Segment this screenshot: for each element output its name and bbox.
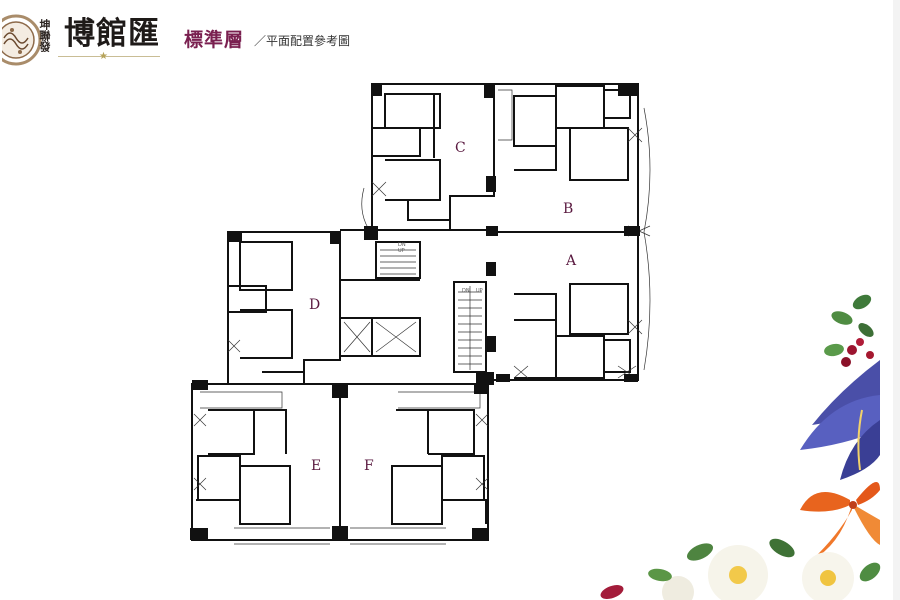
unit-label-a: A: [565, 253, 577, 269]
stair-up-label-core: UP: [398, 248, 405, 254]
unit-label-b: B: [563, 201, 573, 217]
page-edge-shadow: [893, 0, 900, 600]
floor-subtitle: ／平面配置參考圖: [254, 34, 351, 48]
project-name: 博館匯: [64, 16, 160, 52]
structural-columns: [190, 84, 640, 540]
unit-label-e: E: [311, 458, 321, 474]
star-icon: ★: [99, 51, 108, 62]
developer-name: 坤聯發: [38, 19, 51, 52]
lily-flower-icon: [800, 482, 880, 560]
elevator-shafts: [343, 321, 417, 353]
unit-label-d: D: [309, 297, 320, 313]
foliage-icon: [600, 538, 881, 599]
balcony-lines: [200, 89, 651, 545]
stair-down-label-east: DN: [462, 288, 470, 294]
brand-divider: [58, 56, 160, 57]
berries-icon: [841, 338, 874, 367]
floor-title: 標準層: [184, 29, 245, 51]
iris-flower-icon: [800, 360, 880, 480]
leaf-icon: [824, 294, 874, 357]
stair-down-label-core: DN: [398, 242, 406, 248]
stair-up-label-east: UP: [476, 288, 483, 294]
brand-logo-icon: [2, 14, 42, 66]
stair-treads: [380, 249, 482, 370]
unit-label-c: C: [455, 140, 466, 156]
unit-label-f: F: [364, 458, 374, 474]
white-flower-icon: [662, 545, 854, 600]
